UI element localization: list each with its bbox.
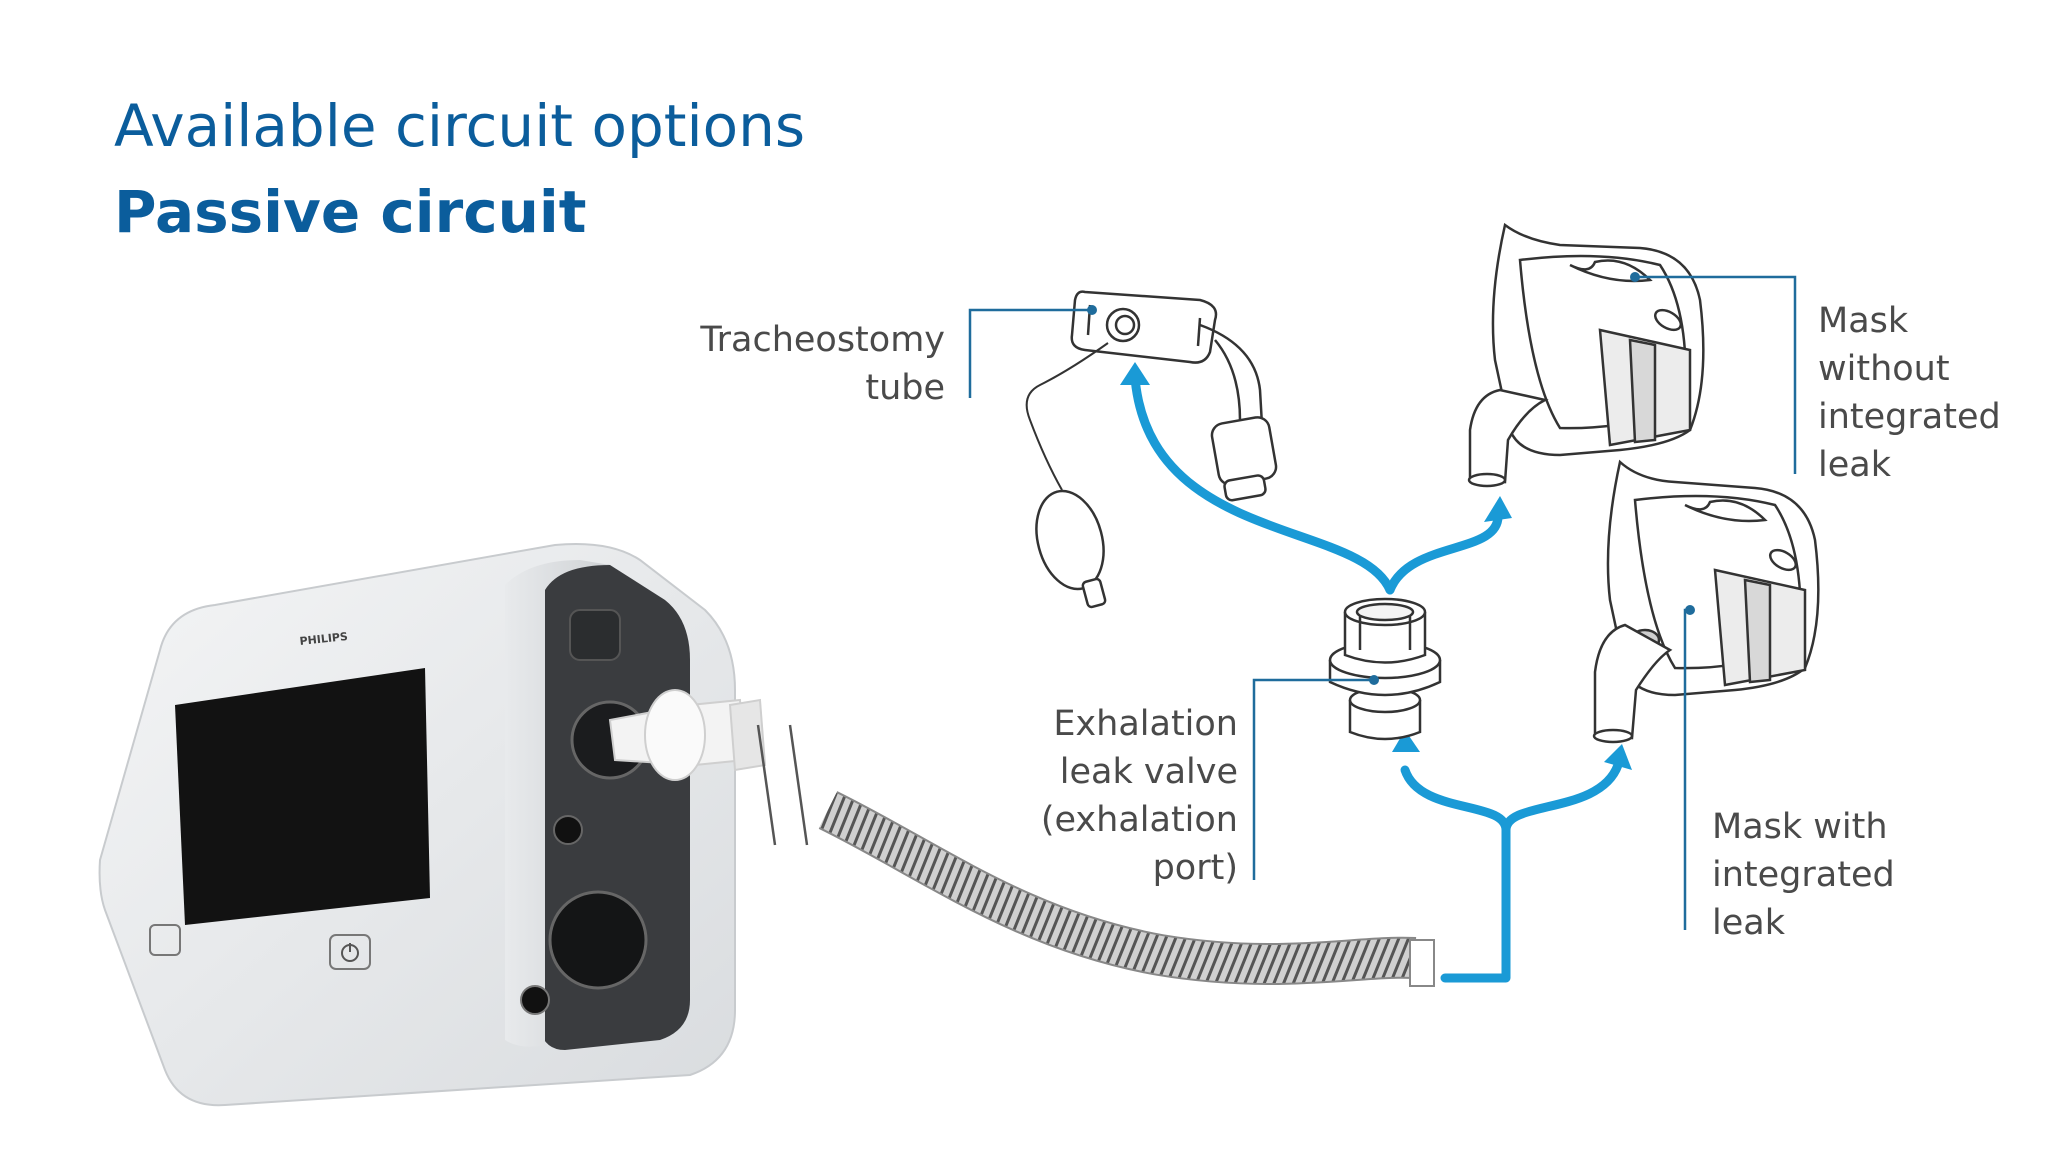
label-line: Exhalation [1053,704,1238,744]
label-tracheostomy-tube: Tracheostomy tube [700,316,945,412]
display-screen [175,668,430,925]
label-mask-with-leak: Mask with integrated leak [1712,803,1895,947]
label-line: port) [1152,848,1238,888]
arrow-to-valve [1400,765,1511,835]
brand-logo: PHILIPS [299,630,349,648]
label-line: Tracheostomy [700,320,945,360]
slide-title: Available circuit options [114,92,806,160]
tracheostomy-tube [1025,290,1278,609]
label-line: leak valve [1059,752,1238,792]
pressure-port [553,815,583,845]
power-button [329,934,371,970]
usb-port-cover [569,609,621,661]
label-line: without [1818,349,1950,389]
arrow-to-mask-without-leak [1385,510,1503,595]
slide-subtitle: Passive circuit [114,178,587,246]
arrow-to-mask-with-leak [1501,760,1623,835]
label-line: leak [1712,903,1785,943]
label-line: tube [865,368,945,408]
label-line: (exhalation [1040,800,1238,840]
oxygen-port [520,985,550,1015]
alarm-silence-button [149,924,181,956]
label-line: leak [1818,445,1891,485]
mask-with-leak [1592,459,1820,744]
label-line: integrated [1712,855,1895,895]
label-line: Mask [1818,301,1909,341]
label-line: Mask with [1712,807,1888,847]
exhalation-valve [1328,597,1442,741]
flow-arrows [1130,373,1623,983]
arrow-trunk [1440,825,1511,983]
tube-break-marks [756,724,809,846]
leader-dots [1087,272,1695,685]
ventilator-device: PHILIPS [98,543,767,1107]
inlet-port [548,890,648,990]
arrow-to-tracheostomy [1130,373,1395,595]
label-mask-without-leak: Mask without integrated leak [1818,297,2001,489]
breathing-tube [818,791,1435,987]
label-line: integrated [1818,397,2001,437]
arrow-heads [1120,362,1632,770]
label-exhalation-valve: Exhalation leak valve (exhalation port) [1010,700,1238,892]
mask-without-leak [1467,222,1705,488]
